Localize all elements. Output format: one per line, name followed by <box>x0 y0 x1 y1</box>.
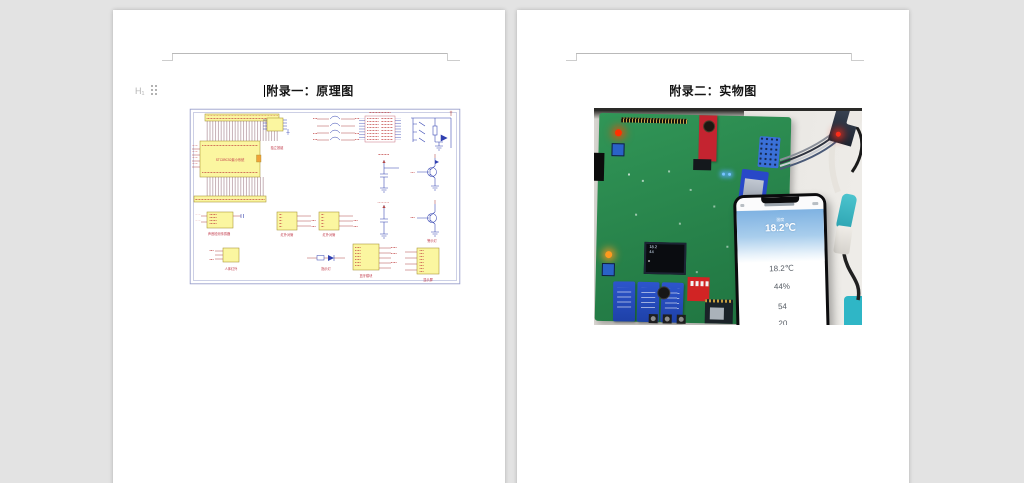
temperature-label: 温度 <box>776 216 785 223</box>
margin-cropmark-right <box>851 53 864 61</box>
header-line <box>576 53 852 54</box>
phone-screen: 温度 18.2℃ 18.2℃ 44% 54 20 <box>736 195 827 325</box>
temperature-header: 温度 18.2℃ <box>736 208 825 264</box>
svg-text:独立按键: 独立按键 <box>271 145 285 150</box>
ir-module-2: 红外对管 <box>318 211 358 237</box>
phone-notch <box>760 196 799 204</box>
transistor-circuit-2: 警示灯 <box>410 200 439 243</box>
temperature-value-large: 18.2℃ <box>764 222 796 235</box>
teal-object <box>844 296 862 325</box>
svg-text:人体红外: 人体红外 <box>225 266 239 271</box>
svg-text:STC89C52最小系统: STC89C52最小系统 <box>216 157 245 162</box>
heading-level-marker: H₁ <box>135 85 145 96</box>
page-1-title[interactable]: 附录一：原理图 <box>113 82 505 99</box>
mcu-block: STC89C52最小系统 <box>192 113 280 203</box>
header-rule <box>566 53 864 62</box>
switch-led-circuit <box>411 110 453 151</box>
ir-module-1: 红外对管 <box>276 211 316 237</box>
text-caret <box>264 85 266 97</box>
indicator-led-row: 指示灯 <box>302 255 349 271</box>
page-1-title-text: 附录一：原理图 <box>266 84 354 98</box>
reading-value: 54 <box>777 301 788 312</box>
red-led-lit <box>835 131 842 138</box>
photo-top-edge <box>594 108 862 111</box>
sound-sensor-block: 声音检测传感器 <box>195 211 244 236</box>
back-icon <box>740 203 745 208</box>
page-2[interactable]: 附录二：实物图 18.2 44 <box>517 10 909 483</box>
drag-handle-icon[interactable] <box>150 85 158 96</box>
margin-cropmark-right <box>447 53 460 61</box>
photo-image[interactable]: 18.2 44 <box>594 108 862 325</box>
key-interface-chip: 独立按键 <box>263 113 290 150</box>
header-line <box>172 53 448 54</box>
svg-text:声音检测传感器: 声音检测传感器 <box>208 231 231 236</box>
margin-cropmark-left <box>162 53 173 61</box>
bluetooth-block: 蓝牙模块 <box>352 243 397 278</box>
svg-text:显示屏: 显示屏 <box>423 278 433 282</box>
page-1[interactable]: H₁ 附录一：原理图 <box>113 10 505 483</box>
push-button-rows <box>313 115 359 141</box>
reading-humidity: 44% <box>773 281 791 292</box>
svg-text:警示灯: 警示灯 <box>427 238 437 243</box>
pullup-circuit-1 <box>378 154 403 193</box>
reading-temperature: 18.2℃ <box>769 263 794 274</box>
svg-text:红外对管: 红外对管 <box>323 232 336 237</box>
svg-text:蓝牙模块: 蓝牙模块 <box>360 273 374 278</box>
reading-partial: 20 <box>778 318 788 325</box>
menu-icon <box>812 202 819 206</box>
paragraph-controls: H₁ <box>135 85 158 96</box>
module-connector-block <box>359 112 401 143</box>
page-2-title[interactable]: 附录二：实物图 <box>517 82 909 99</box>
schematic-drawing: STC89C52最小系统 独立按键 <box>189 108 461 285</box>
svg-text:指示灯: 指示灯 <box>321 266 331 271</box>
transistor-circuit-1 <box>410 154 439 191</box>
page-2-title-text: 附录二：实物图 <box>669 84 757 98</box>
svg-text:红外对管: 红外对管 <box>281 232 294 237</box>
header-rule <box>162 53 460 62</box>
pir-block: 人体红外 <box>209 247 240 271</box>
schematic-image[interactable]: STC89C52最小系统 独立按键 <box>189 108 461 285</box>
pullup-circuit-2 <box>377 200 389 239</box>
smartphone: 温度 18.2℃ 18.2℃ 44% 54 20 <box>733 192 830 325</box>
display-block: 显示屏 <box>399 247 440 282</box>
margin-cropmark-left <box>566 53 577 61</box>
